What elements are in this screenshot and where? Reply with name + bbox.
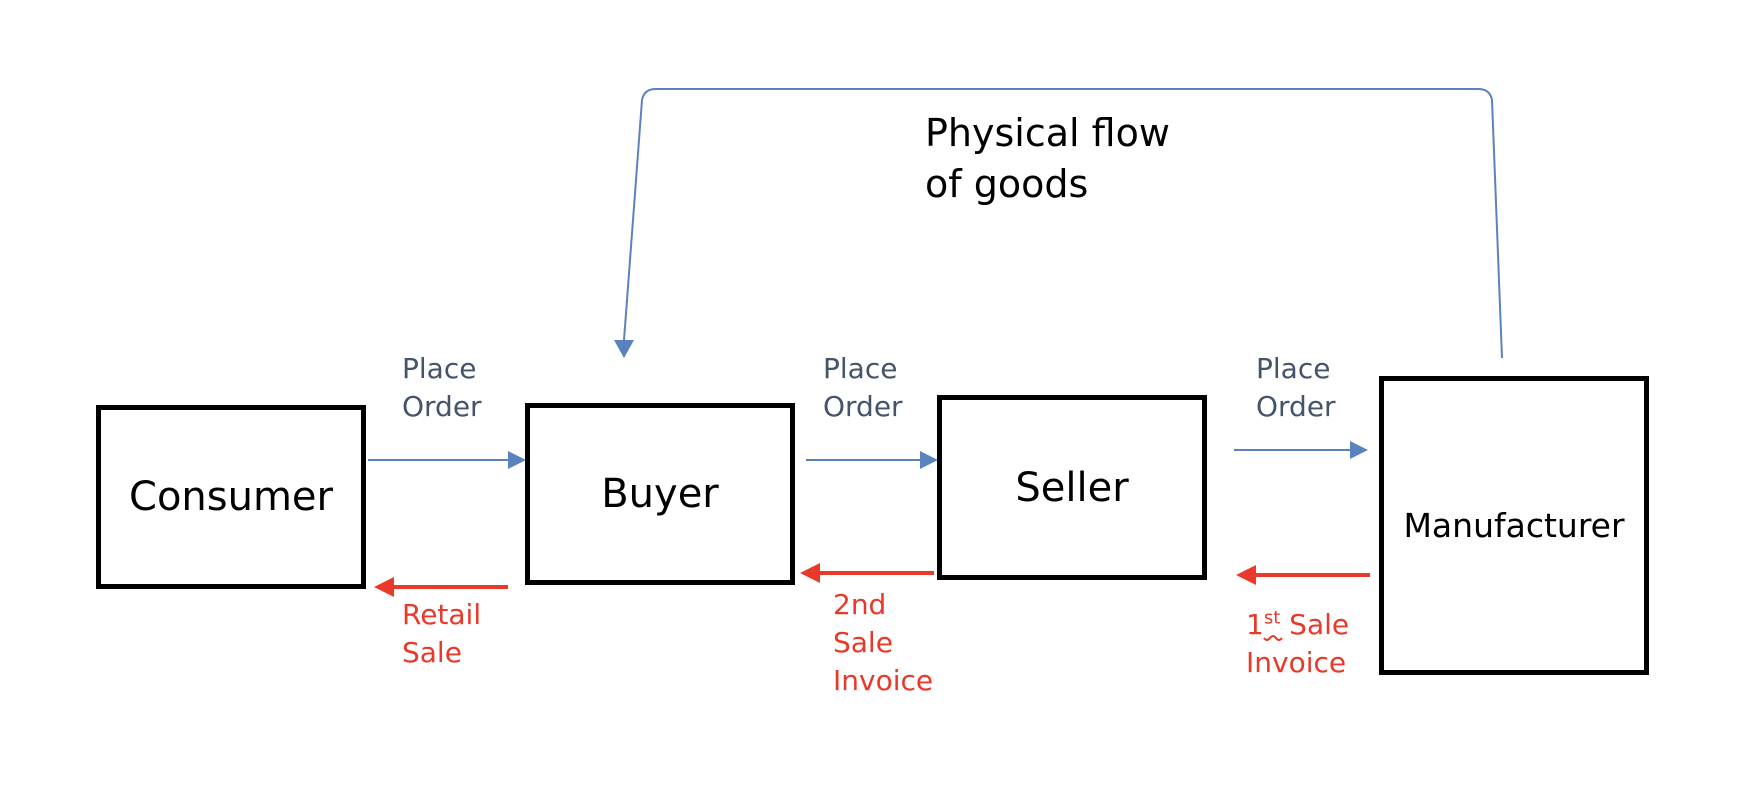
first-sale-line1: 1st Sale [1246, 607, 1350, 641]
goods-flow-connector [623, 88, 1503, 359]
sale-arrowhead-first [1236, 565, 1256, 585]
seller-label: Seller [1015, 464, 1129, 511]
seller-box: Seller [937, 395, 1207, 580]
goods-flow-label-line1: Physical flow [925, 111, 1170, 155]
spellcheck-squiggle [1263, 635, 1283, 641]
second-sale-invoice-label: 2nd Sale Invoice [833, 588, 934, 697]
sale-arrowhead-second [800, 563, 820, 583]
goods-flow-label: Physical flow of goods [925, 108, 1170, 211]
order-label-buyer-seller: Place Order [823, 352, 903, 423]
order-label-consumer-buyer: Place Order [402, 352, 482, 423]
first-sale-invoice-label: 1st Sale Invoice [1246, 607, 1350, 679]
buyer-box: Buyer [525, 403, 795, 585]
buyer-label: Buyer [601, 471, 719, 517]
order-arrowhead-seller-manufacturer [1350, 441, 1368, 459]
order-arrowhead-buyer-seller [920, 451, 938, 469]
manufacturer-box: Manufacturer [1379, 376, 1649, 675]
consumer-box: Consumer [96, 405, 366, 589]
order-arrowhead-consumer-buyer [508, 451, 526, 469]
consumer-label: Consumer [129, 474, 333, 520]
goods-flow-arrowhead [614, 340, 634, 358]
manufacturer-label: Manufacturer [1403, 506, 1625, 545]
retail-sale-label: Retail Sale [402, 598, 482, 669]
sale-arrowhead-retail [374, 577, 394, 597]
order-label-seller-manufacturer: Place Order [1256, 352, 1336, 423]
goods-flow-label-line2: of goods [925, 162, 1089, 207]
